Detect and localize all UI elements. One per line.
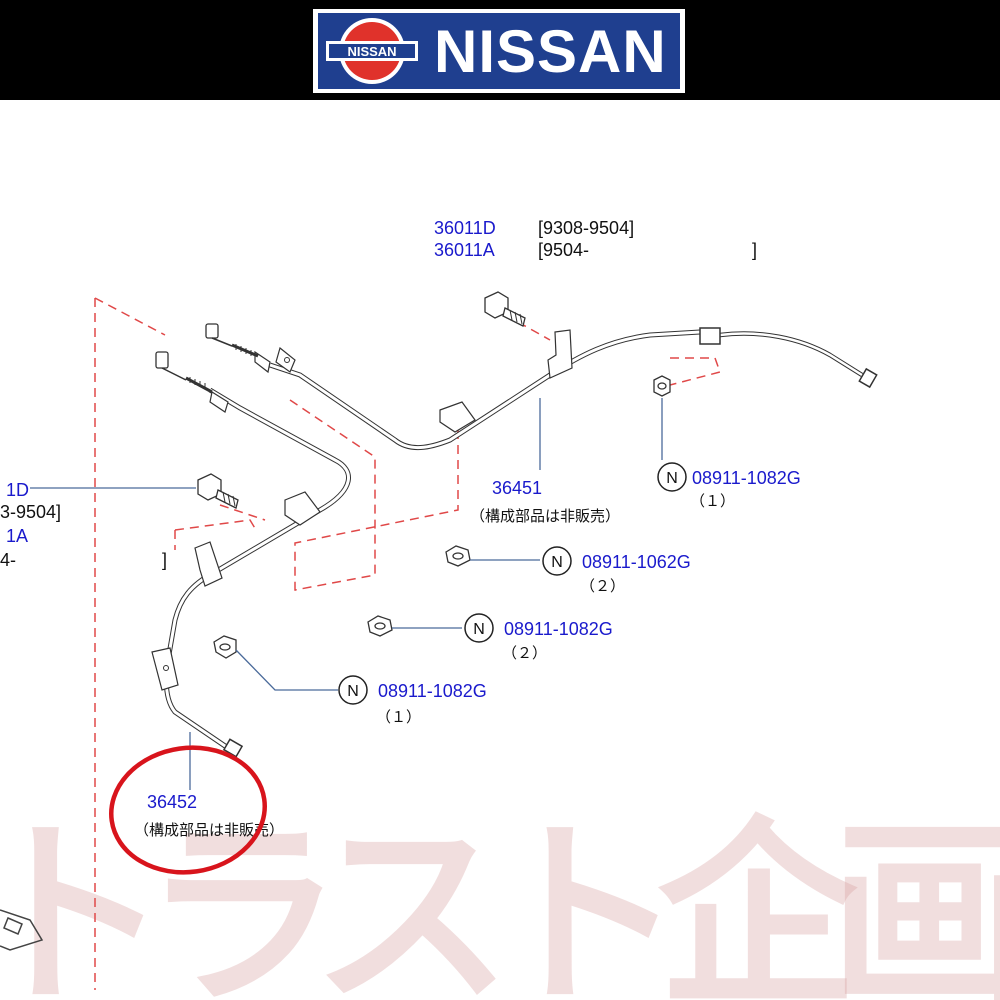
part-code: 08911-1082G xyxy=(692,468,801,488)
part-quantity: （２） xyxy=(502,644,547,662)
nut-symbol: N xyxy=(551,554,563,571)
nut-symbol: N xyxy=(666,470,678,487)
date-range: [9308-9504] xyxy=(538,218,634,238)
bolt-top-icon xyxy=(484,291,526,327)
part-code: 08911-1062G xyxy=(582,552,691,572)
part-note: （構成部品は非販売） xyxy=(134,821,284,839)
part-code: 1A xyxy=(6,526,28,546)
emblem-text: NISSAN xyxy=(347,44,396,59)
logo-panel: NISSAN NISSAN xyxy=(318,13,680,89)
watermark-text: トラスト企画 xyxy=(0,798,1000,1000)
part-code: 36452 xyxy=(147,792,197,812)
logo-wordmark: NISSAN xyxy=(434,18,667,85)
date-range-bracket: ] xyxy=(752,240,757,260)
cable-36452 xyxy=(151,351,351,758)
nut-2-symbol-circle xyxy=(542,546,572,576)
nut-3-icon xyxy=(367,615,393,637)
header-bar: NISSAN NISSAN xyxy=(0,0,1000,100)
date-range: 4- xyxy=(0,550,16,570)
callout-lines xyxy=(30,398,663,790)
date-range: [9504- xyxy=(538,240,589,260)
cable-36451 xyxy=(205,323,878,450)
nut-2-icon xyxy=(445,545,471,567)
nut-4-symbol-circle xyxy=(338,675,368,705)
part-code: 36451 xyxy=(492,478,542,498)
part-code: 08911-1082G xyxy=(378,681,487,701)
part-code: 36011D xyxy=(434,218,496,238)
clip-icon xyxy=(0,909,44,951)
nut-1-icon xyxy=(653,375,671,397)
nut-4-icon xyxy=(213,635,237,659)
part-quantity: （２） xyxy=(580,577,625,595)
nut-3-symbol-circle xyxy=(464,613,494,643)
part-code: 08911-1082G xyxy=(504,619,613,639)
date-range-bracket: ] xyxy=(162,550,167,570)
nissan-logo: NISSAN NISSAN xyxy=(313,9,685,93)
nut-symbol: N xyxy=(347,683,359,700)
date-range: 3-9504] xyxy=(0,502,61,522)
part-code: 36011A xyxy=(434,240,495,260)
nut-1-symbol-circle xyxy=(657,462,687,492)
bolt-left-icon xyxy=(197,473,239,509)
part-quantity: （１） xyxy=(690,492,735,510)
parts-diagram: トラスト企画 xyxy=(0,218,1000,1000)
highlight-circle xyxy=(109,745,267,875)
part-note: （構成部品は非販売） xyxy=(470,507,620,525)
part-code: 1D xyxy=(6,480,29,500)
nissan-emblem-icon: NISSAN xyxy=(326,18,418,84)
part-quantity: （１） xyxy=(376,708,421,726)
nut-symbol: N xyxy=(473,621,485,638)
